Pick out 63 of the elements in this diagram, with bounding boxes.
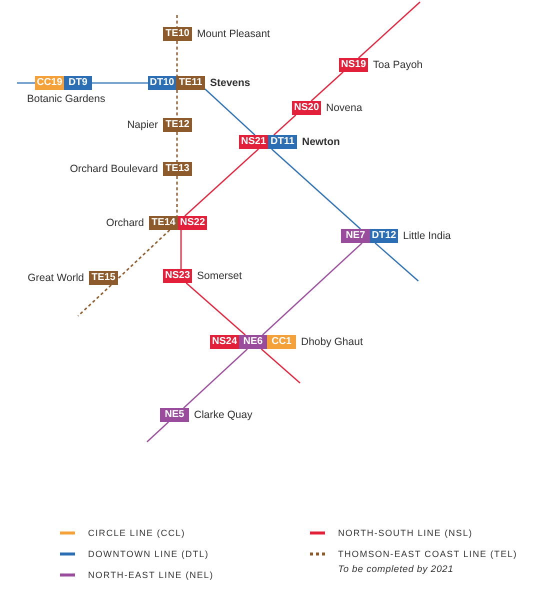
- legend-text: NORTH-EAST LINE (NEL): [88, 569, 214, 581]
- rail-line: [146, 422, 169, 442]
- rail-line: [260, 348, 300, 384]
- rail-line: [273, 114, 296, 136]
- dashed-rail-line: [176, 132, 178, 162]
- station-name: Great World: [28, 272, 84, 284]
- rail-line: [183, 348, 248, 408]
- station-name: Napier: [127, 118, 158, 132]
- rail-line: [374, 242, 419, 282]
- legend-text: DOWNTOWN LINE (DTL): [88, 548, 209, 560]
- rail-line: [180, 230, 182, 269]
- station-name: Mount Pleasant: [197, 28, 270, 40]
- station-code-badge: TE12: [163, 118, 192, 132]
- rail-line: [204, 88, 256, 136]
- dashed-rail-line: [117, 229, 170, 280]
- rail-line: [358, 2, 420, 58]
- station-name: Newton: [302, 136, 340, 148]
- dashed-rail-line: [176, 90, 178, 118]
- dashed-rail-line: [176, 15, 178, 27]
- station-code-badge: NE6: [239, 335, 267, 349]
- station-code-badge: NS23: [163, 269, 192, 283]
- station-code-badge: NE7: [341, 229, 370, 243]
- station-code-badge: NS19: [339, 58, 368, 72]
- station-code-badge: CC19: [35, 76, 64, 90]
- rail-line: [262, 242, 363, 336]
- station-code-badge: NS24: [210, 335, 239, 349]
- station-name: Stevens: [210, 76, 250, 90]
- station-code-badge: NS22: [178, 216, 207, 230]
- station-code-badge: DT10: [148, 76, 176, 90]
- station-name: Orchard Boulevard: [70, 162, 158, 176]
- station-code-badge: DT9: [64, 76, 92, 90]
- dashed-rail-line: [176, 176, 178, 216]
- legend-text: THOMSON-EAST COAST LINE (TEL): [338, 548, 518, 560]
- station-code-badge: NS21: [239, 135, 268, 149]
- rail-line: [310, 72, 344, 102]
- station-code-badge: NS20: [292, 101, 321, 115]
- station-name: Orchard: [106, 216, 144, 230]
- station-code-badge: TE14: [149, 216, 178, 230]
- station-code-badge: NE5: [160, 408, 189, 422]
- station-name: Toa Payoh: [373, 58, 423, 72]
- legend-text: NORTH-SOUTH LINE (NSL): [338, 527, 473, 539]
- dashed-rail-line: [77, 284, 112, 317]
- station-name: Novena: [326, 102, 362, 114]
- rail-line: [271, 148, 361, 230]
- rail-line: [186, 282, 246, 336]
- note-text: To be completed by 2021: [338, 564, 454, 576]
- rail-line: [184, 148, 259, 216]
- station-name: Little India: [403, 230, 451, 242]
- station-code-badge: DT11: [268, 135, 297, 149]
- dashed-rail-line: [176, 41, 178, 76]
- station-code-badge: TE15: [89, 271, 118, 285]
- station-code-badge: DT12: [370, 229, 398, 243]
- station-code-badge: TE11: [176, 76, 205, 90]
- rail-line: [92, 82, 148, 84]
- station-name: Somerset: [197, 270, 242, 282]
- station-name: Botanic Gardens: [27, 93, 106, 106]
- station-code-badge: CC1: [267, 335, 296, 349]
- station-name: Clarke Quay: [194, 408, 252, 422]
- station-name: Dhoby Ghaut: [301, 336, 363, 348]
- station-code-badge: TE10: [163, 27, 192, 41]
- legend-text: CIRCLE LINE (CCL): [88, 527, 186, 539]
- rail-line: [17, 82, 35, 84]
- station-code-badge: TE13: [163, 162, 192, 176]
